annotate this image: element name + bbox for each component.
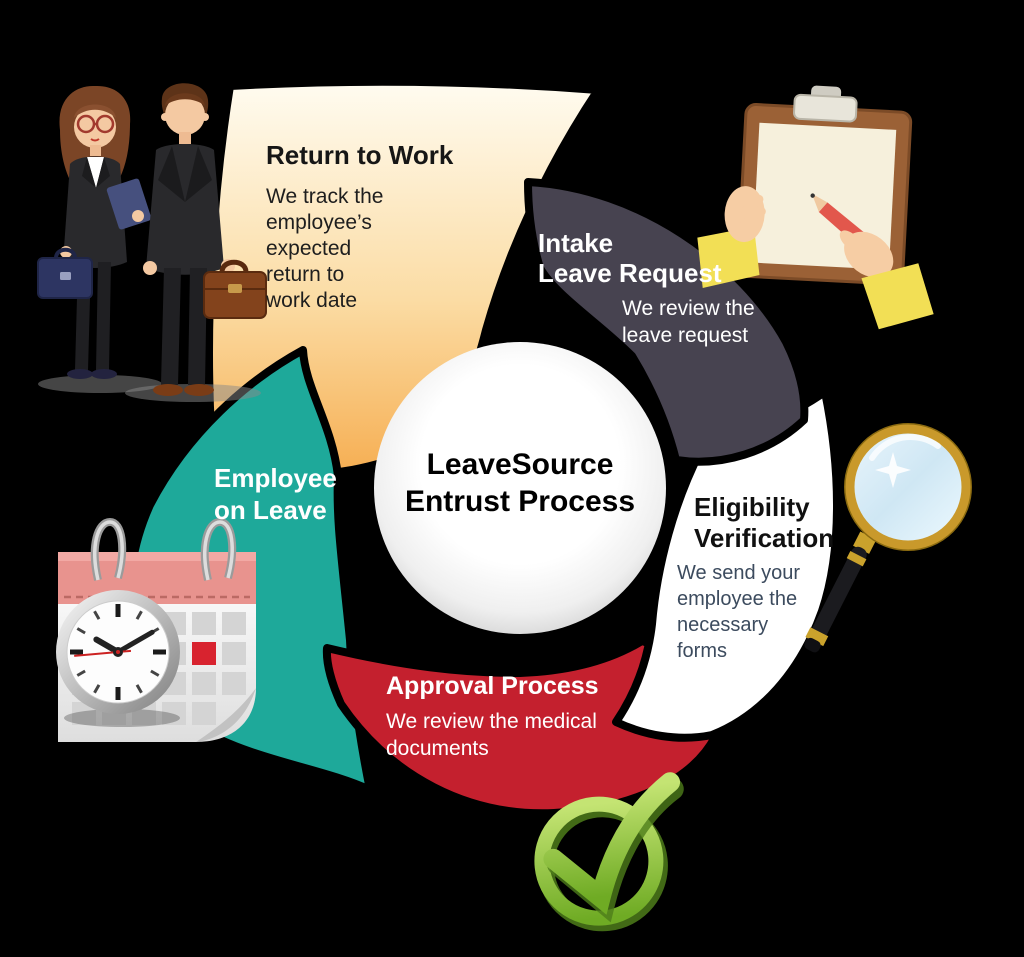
left-hand-icon	[697, 186, 766, 288]
clipboard-illustration	[697, 85, 934, 330]
calendar-clock-illustration	[56, 517, 256, 742]
businessman-icon	[143, 83, 267, 396]
marked-date-cell	[192, 642, 216, 665]
step-description-return-to-work: We track the employee’s expected return …	[266, 185, 384, 312]
step-description-eligibility: We send your employee the necessary form…	[677, 562, 801, 662]
step-title-eligibility: Eligibility Verification	[694, 492, 835, 553]
step-title-intake: Intake Leave Request	[538, 228, 722, 288]
clock-icon	[56, 590, 180, 727]
step-title-return-to-work: Return to Work	[266, 140, 454, 170]
businesswoman-icon	[37, 85, 152, 379]
step-description-intake: We review the leave request	[622, 297, 755, 347]
step-title-employee-on-leave: Employee on Leave	[214, 463, 337, 525]
segment-eligibility-shape	[612, 388, 841, 742]
checkmark-illustration	[534, 772, 684, 932]
business-people-illustration	[37, 83, 267, 402]
center-circle	[374, 342, 666, 634]
magnifier-illustration	[804, 423, 972, 653]
step-description-approval: We review the medical documents	[386, 710, 597, 760]
step-title-approval: Approval Process	[386, 672, 599, 700]
right-hand-icon	[839, 230, 934, 330]
diagram-center-title: LeaveSource Entrust Process	[404, 448, 636, 518]
